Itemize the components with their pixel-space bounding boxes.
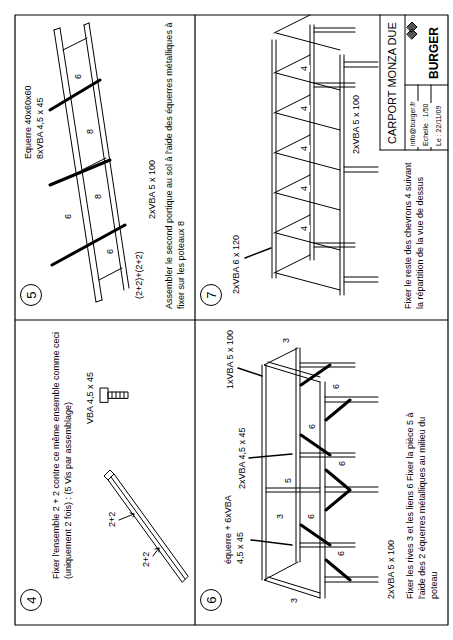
part-callout: 8 (92, 193, 104, 200)
step-circle: 7 (200, 284, 222, 306)
leader-line (245, 248, 271, 258)
screw-spec: 8xVBA 4,5 x 45 (34, 96, 46, 160)
title-block-frame (380, 15, 448, 150)
instruction-note: Fixer le reste des chevrons 4 suivant la… (402, 158, 426, 310)
step-number: 7 (205, 291, 218, 298)
part-callout: 2+2 (140, 551, 152, 568)
part-callout: (2+2)+(2+2) (133, 250, 145, 300)
screw-spec: 1xVBA 5 x 100 (224, 329, 236, 390)
screw-symbol (100, 388, 128, 402)
step-circle: 6 (200, 589, 222, 611)
logo-mark (407, 22, 417, 39)
drawing-title: CARPORT MONZA DUE (386, 21, 398, 145)
part-callout: 4 (298, 225, 310, 232)
part-callout: 4 (298, 105, 310, 112)
instruction-note: Fixer l'ensemble 2 + 2 contre ce même en… (50, 323, 74, 580)
part-callout: 4 (298, 185, 310, 192)
step-number: 5 (25, 291, 38, 298)
part-callout: 6 (104, 248, 116, 255)
part-callout: 5 (282, 477, 294, 484)
part-callout: 3 (274, 513, 286, 520)
pointer-arrow (119, 513, 159, 556)
hardware-spec: Equerre 40x60x60 (22, 84, 34, 160)
brace-member (50, 80, 125, 265)
part-callout: 6 (336, 460, 348, 467)
part-callout: 3 (280, 337, 292, 344)
part-callout: 2+2 (106, 511, 118, 528)
part-callout: 6 (72, 73, 84, 80)
step-circle: 4 (20, 589, 42, 611)
part-callout: 6 (335, 550, 347, 557)
title-block-field: info@burger.fr (407, 101, 419, 147)
sheet-frame (15, 15, 448, 625)
screw-spec: 2xVBA 5 x 100 (350, 94, 362, 155)
beam-assembly (104, 470, 188, 582)
company-logo: BURGER (428, 26, 440, 80)
rafter (274, 15, 340, 290)
part-callout: 4 (298, 65, 310, 72)
screw-spec: 2xVBA 6 x 120 (230, 234, 242, 295)
brace-member (301, 365, 350, 580)
step-circle: 5 (20, 284, 42, 306)
step-number: 6 (205, 596, 218, 603)
carport-frame (262, 348, 378, 598)
title-block-field: Le : 22/11/09 (433, 105, 445, 147)
part-callout: 4 (298, 145, 310, 152)
portal-frame (54, 23, 129, 302)
hardware-spec: équerre + 6xVBA 4,5 x 45 (222, 491, 246, 565)
title-block-field: Echelle : 1/50 (420, 103, 432, 147)
instruction-note: Fixer les rives 3 et les liens 6 Fixer l… (404, 393, 440, 600)
screw-spec: VBA 4,5 x 45 (84, 371, 96, 425)
part-callout: 6 (330, 383, 342, 390)
part-callout: 6 (305, 513, 317, 520)
part-callout: 6 (62, 213, 74, 220)
part-callout: 6 (306, 423, 318, 430)
screw-spec: 2xVBA 4,5 x 45 (236, 426, 248, 490)
part-callout: 8 (84, 128, 96, 135)
screw-spec: 2xVBA 5 x 100 (385, 539, 397, 600)
part-callout: 3 (288, 597, 300, 604)
instruction-note: Assembler le second portique au sol à l'… (163, 18, 187, 310)
step-number: 4 (25, 596, 38, 603)
screw-spec: 2xVBA 5 x 100 (146, 159, 158, 220)
